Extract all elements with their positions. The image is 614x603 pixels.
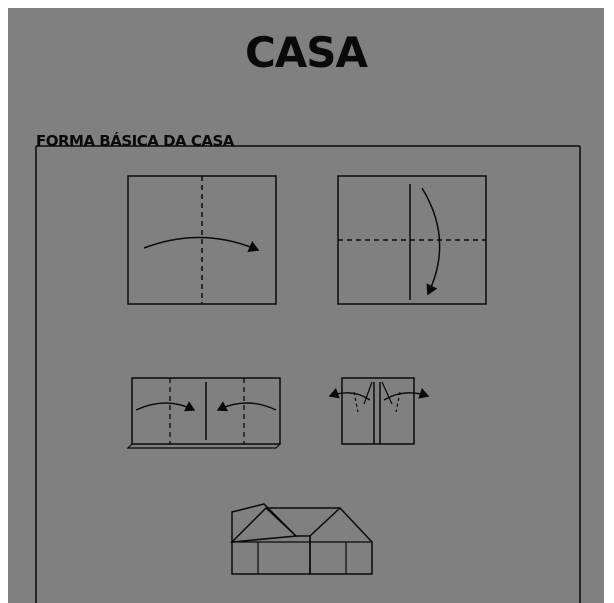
step-5-illustration <box>229 503 373 575</box>
diagram-frame <box>35 145 581 603</box>
step-2-illustration <box>337 175 487 305</box>
section-subtitle: FORMA BÁSICA DA CASA <box>36 132 234 150</box>
step-4-illustration <box>328 377 430 445</box>
step-3-illustration <box>126 377 281 449</box>
page-title: CASA <box>244 28 368 77</box>
instruction-page: CASA FORMA BÁSICA DA CASA <box>8 8 604 603</box>
folding-diagram <box>35 145 581 603</box>
step-1-illustration <box>127 175 277 305</box>
